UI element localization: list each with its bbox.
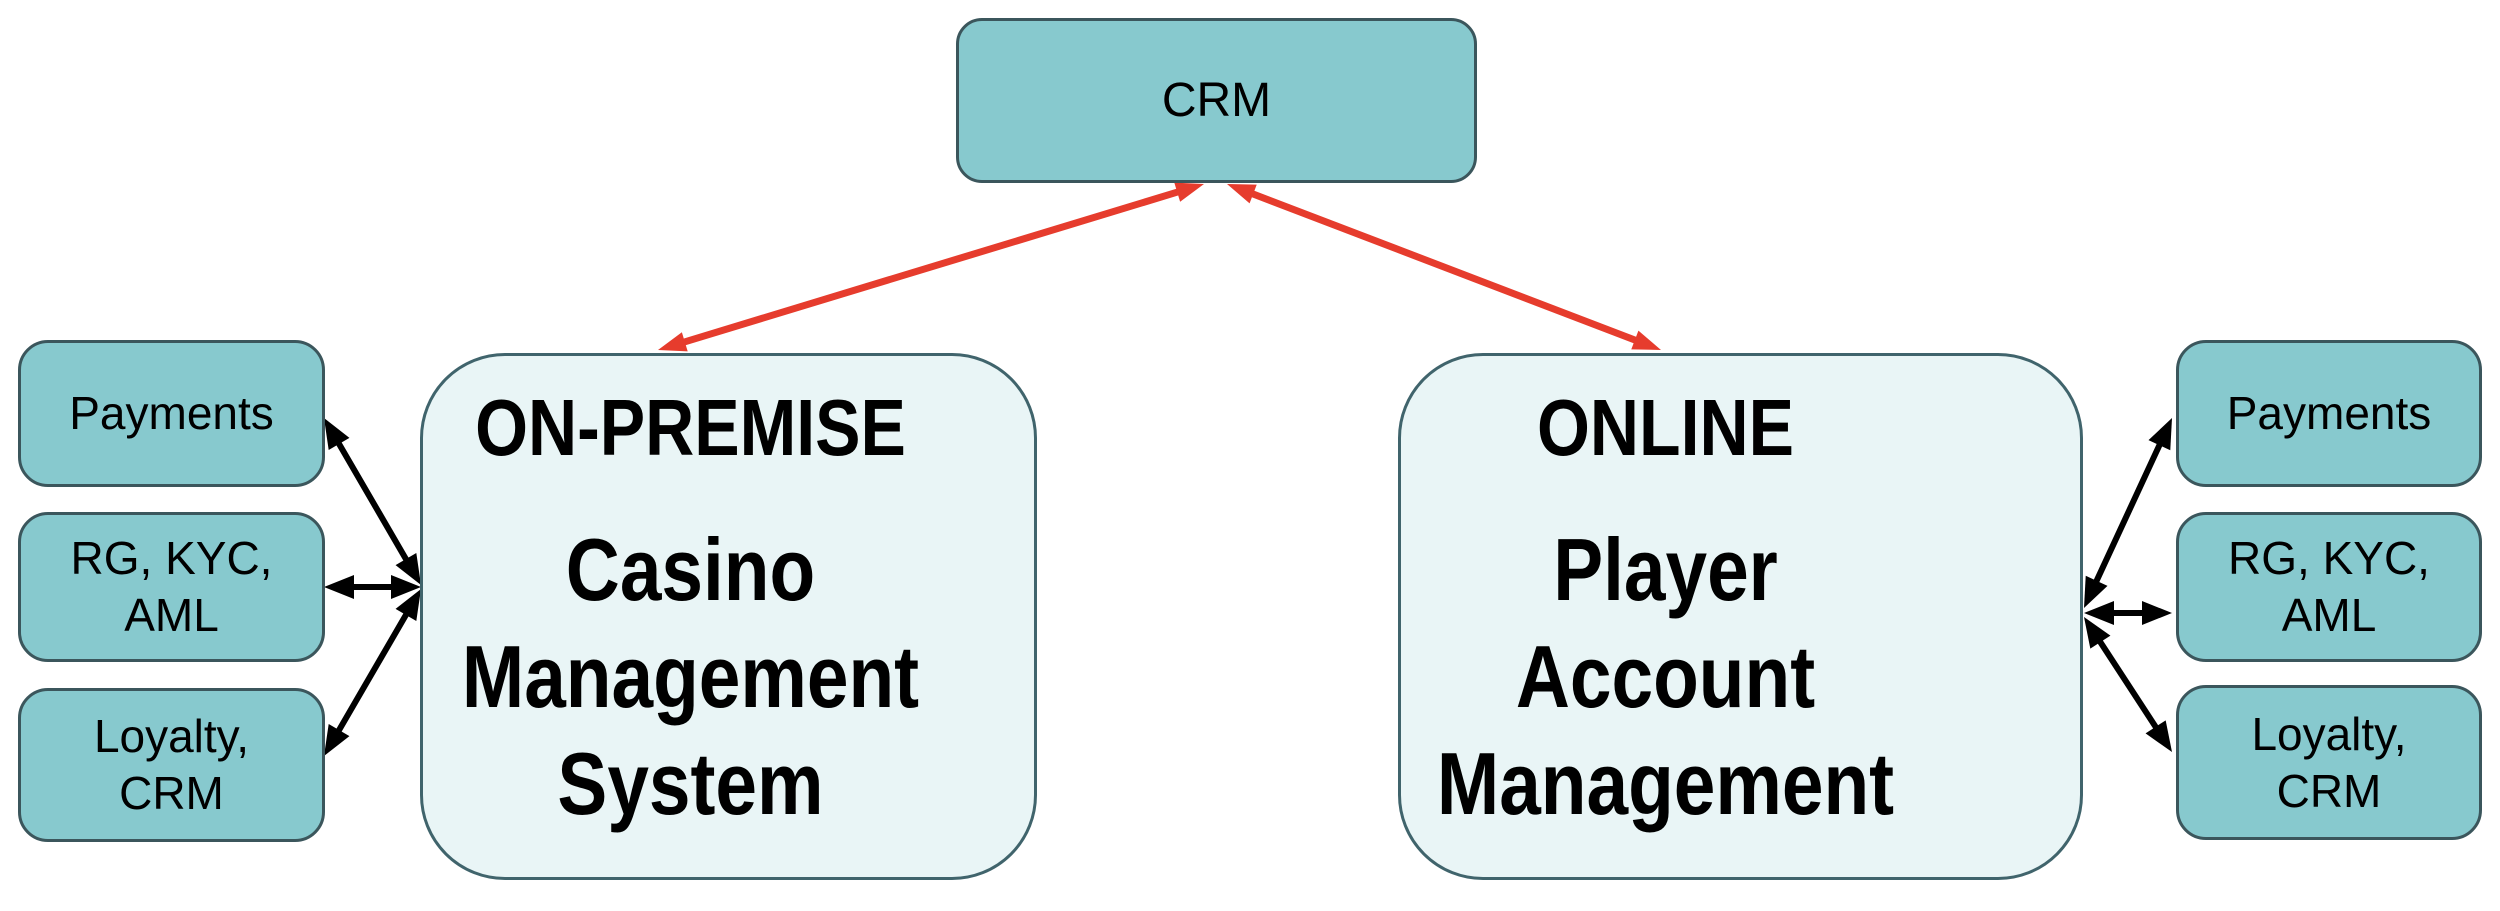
online-body: Player Account Management	[1436, 520, 1895, 833]
left-payments-node: Payments	[18, 340, 325, 487]
left-loyalty-crm-label: Loyalty, CRM	[93, 710, 250, 819]
connector-left-rg-kyc-aml	[324, 575, 421, 599]
connector-left-loyalty-crm	[324, 589, 421, 756]
right-loyalty-crm-node: Loyalty, CRM	[2176, 685, 2482, 840]
left-rg-kyc-aml-node: RG, KYC, AML	[18, 512, 325, 662]
connector-right-loyalty-crm	[2084, 617, 2172, 752]
left-loyalty-crm-node: Loyalty, CRM	[18, 688, 325, 842]
on-premise-body: Casino Management System	[461, 520, 920, 833]
left-payments-label: Payments	[69, 387, 274, 439]
connector-crm-onpremise	[658, 182, 1204, 352]
on-premise-text-block: ON-PREMISE Casino Management System	[431, 386, 950, 837]
left-rg-kyc-aml-label: RG, KYC, AML	[70, 532, 273, 641]
connector-crm-online	[1227, 184, 1661, 350]
online-text-block: ONLINE Player Account Management	[1377, 386, 1954, 837]
right-loyalty-crm-label: Loyalty, CRM	[2251, 707, 2407, 817]
on-premise-panel: ON-PREMISE Casino Management System	[420, 353, 1037, 880]
connector-left-payments	[324, 418, 421, 585]
online-panel: ONLINE Player Account Management	[1398, 353, 2083, 880]
crm-node: CRM	[956, 18, 1477, 183]
right-payments-label: Payments	[2226, 387, 2432, 439]
on-premise-title: ON-PREMISE	[475, 383, 906, 472]
connector-right-payments	[2084, 418, 2172, 608]
connector-right-rg-kyc-aml	[2084, 601, 2172, 625]
right-payments-node: Payments	[2176, 340, 2482, 487]
right-rg-kyc-aml-node: RG, KYC, AML	[2176, 512, 2482, 662]
online-title: ONLINE	[1537, 383, 1794, 472]
crm-label: CRM	[1161, 73, 1272, 127]
right-rg-kyc-aml-label: RG, KYC, AML	[2228, 532, 2430, 641]
